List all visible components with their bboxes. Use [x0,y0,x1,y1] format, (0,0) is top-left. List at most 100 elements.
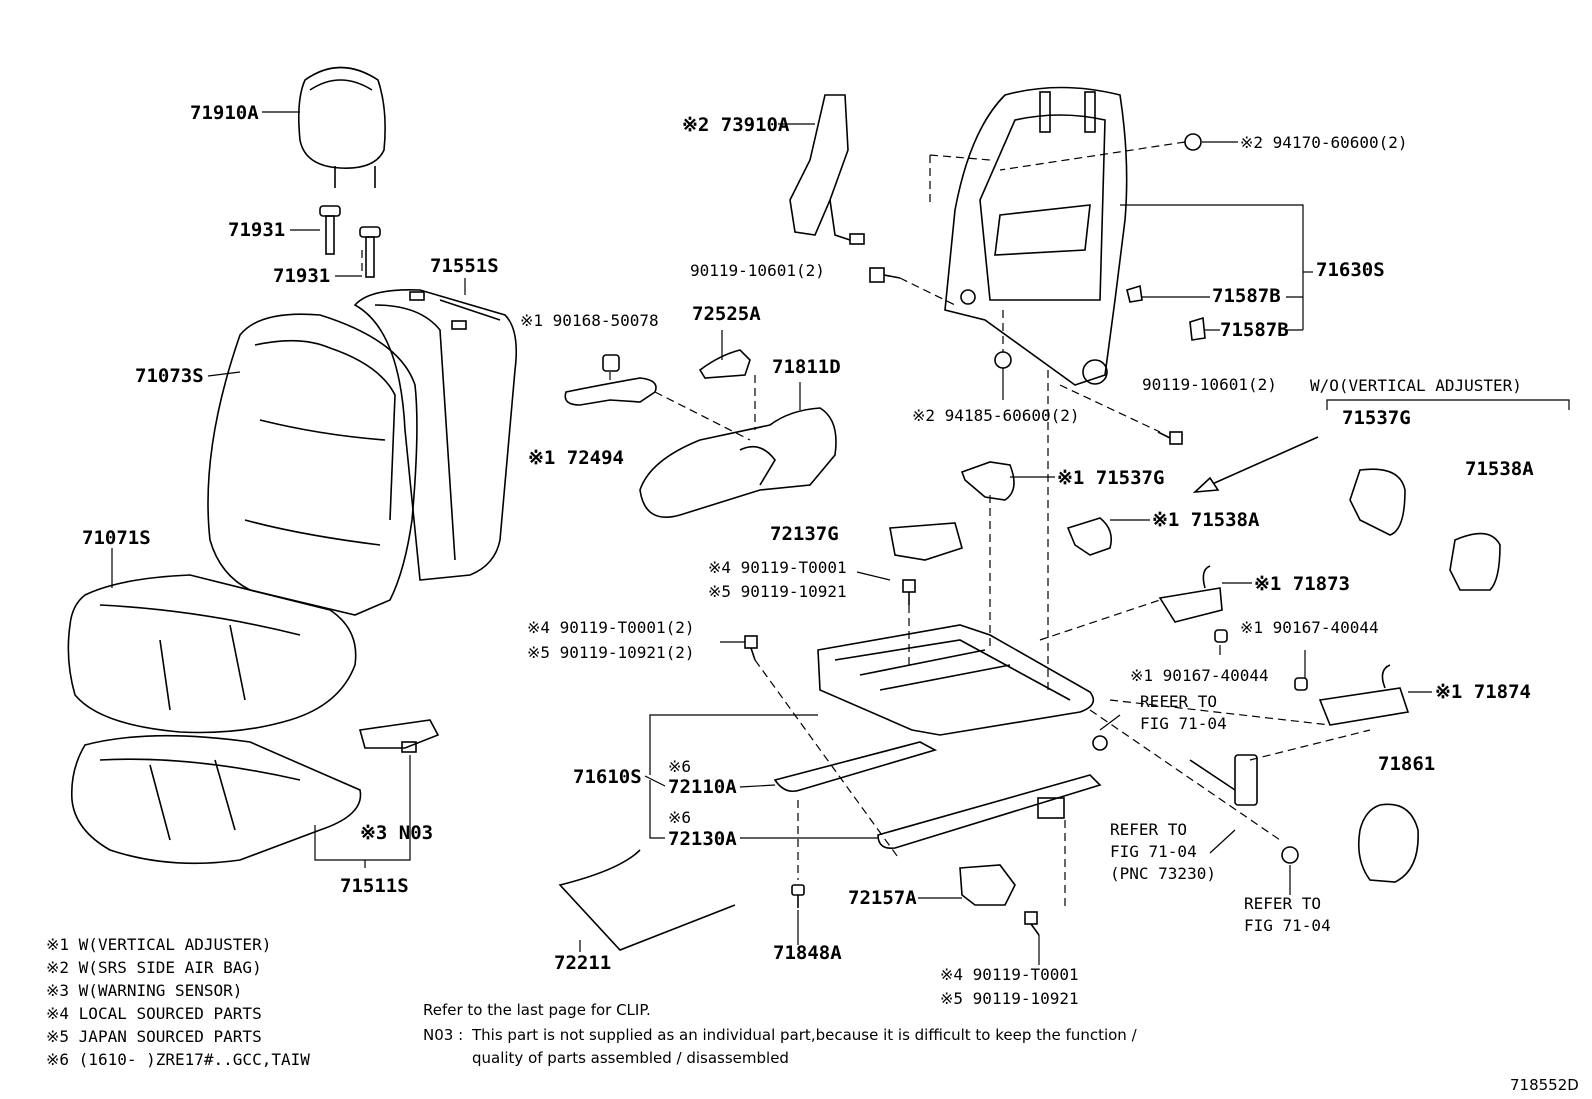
wire-72211 [558,849,736,951]
label-90119-10921-a: ※5 90119-10921 [708,582,847,601]
diagram-id: 718552D [1510,1076,1579,1094]
side-airbag-73910A [789,94,865,245]
cushion-cover-71071S [67,574,357,734]
note-n03-key: N03 : [423,1026,463,1044]
notes: Refer to the last page for CLIP. N03 : T… [423,1001,1579,1094]
label-refer-3-line1: REFER TO [1244,894,1321,913]
bracket-72157A [959,864,1016,906]
label-90168-50078: ※1 90168-50078 [520,311,659,330]
label-refer-1-line2: FIG 71-04 [1140,714,1227,733]
label-90167-40044-a: ※1 90167-40044 [1240,618,1379,637]
label-71910A: 71910A [190,102,259,124]
label-90119-T0001-a: ※4 90119-T0001 [708,558,847,577]
label-wo-71538A: 71538A [1465,458,1534,480]
label-refer-2-line3: (PNC 73230) [1110,864,1216,883]
label-71587B-a: 71587B [1212,285,1281,307]
hinge-cover-71538A [1066,517,1113,556]
note-n03-line1: This part is not supplied as an individu… [471,1026,1138,1044]
label-72157A: 72157A [848,887,917,909]
cover-72137G [889,522,963,561]
shield-71811D [639,407,837,518]
hinge-cover-71537G [960,461,1015,501]
legend-item: ※5 JAPAN SOURCED PARTS [46,1027,262,1046]
label-71861: 71861 [1378,753,1435,775]
nut-refer-1 [1092,735,1108,751]
legend-item: ※4 LOCAL SOURCED PARTS [46,1004,262,1023]
label-73910A: ※2 73910A [682,114,790,136]
label-72110A-note: ※6 [668,757,691,776]
label-71587B-b: 71587B [1220,319,1289,341]
label-94185-60600: ※2 94185-60600(2) [912,406,1080,425]
assembly-lines [361,141,1371,910]
label-71874: ※1 71874 [1435,681,1531,703]
label-90119-10601-a: 90119-10601(2) [690,261,825,280]
label-72211: 72211 [554,952,611,974]
label-90119-10921-b: ※5 90119-10921(2) [527,643,695,662]
label-71873: ※1 71873 [1254,573,1350,595]
leader-lines [111,111,1432,965]
label-wo-71537G: 71537G [1342,407,1411,429]
bracket-72525A [698,349,751,379]
bolt-90119-T0001-a [902,579,916,605]
label-71538A: ※1 71538A [1152,509,1260,531]
seatback-frame-71630S [944,86,1128,386]
label-90167-40044-b: ※1 90167-40044 [1130,666,1269,685]
note-n03-line2: quality of parts assembled / disassemble… [472,1049,789,1067]
label-90119-10601-b: 90119-10601(2) [1142,375,1277,394]
slide-rail-72110A [773,741,938,793]
buckle-73230 [1189,754,1258,806]
legend-item: ※3 W(WARNING SENSOR) [46,981,242,1000]
direction-arrow [1192,436,1319,493]
label-refer-1-line1: REFER TO [1140,692,1217,711]
nut-94185-60600 [994,351,1012,369]
screw-90167-40044-b [1294,677,1308,691]
label-71537G: ※1 71537G [1057,467,1164,489]
bolt-90119-10601-b [1157,431,1183,445]
label-90119-T0001-c: ※4 90119-T0001 [940,965,1079,984]
label-72130A: 72130A [668,828,737,850]
label-refer-2-line1: REFER TO [1110,820,1187,839]
label-71071S: 71071S [82,527,151,549]
label-N03: ※3 N03 [360,822,433,844]
warning-sensor-N03 [358,719,440,753]
cushion-pad-71511S [70,734,362,865]
seatback-cover-71551S [353,288,518,581]
legend-item: ※1 W(VERTICAL ADJUSTER) [46,935,271,954]
knob-90168-50078 [602,354,620,372]
label-71073S: 71073S [135,365,204,387]
wo-hinge-cover-71537G [1349,468,1406,536]
headrest-71910A [298,66,386,188]
label-71931-b: 71931 [273,265,330,287]
wo-bracket-box [1326,399,1570,410]
legend-item: ※2 W(SRS SIDE AIR BAG) [46,958,262,977]
label-71931-a: 71931 [228,219,285,241]
screw-90167-40044-a [1214,629,1228,643]
wo-hinge-cover-71538A [1449,532,1501,591]
label-72110A: 72110A [668,776,737,798]
legend-item: ※6 (1610- )ZRE17#..GCC,TAIW [46,1050,310,1069]
label-refer-2-line2: FIG 71-04 [1110,842,1197,861]
clip-71587B-a [1126,284,1143,303]
headrest-guide-71931 [319,205,381,278]
clip-71848A [791,884,805,908]
label-72130A-note: ※6 [668,808,691,827]
bracket-71873 [1158,565,1223,623]
part-labels: 71910A 71931 71931 71551S 71073S 71071S … [82,102,1534,1008]
label-71811D: 71811D [772,356,841,378]
label-71630S: 71630S [1316,259,1385,281]
label-94170-60600: ※2 94170-60600(2) [1240,133,1408,152]
nut-94170-60600 [1184,133,1202,151]
lever-72494 [564,377,657,406]
label-72494: ※1 72494 [528,447,624,469]
label-90119-T0001-b: ※4 90119-T0001(2) [527,618,695,637]
label-71610S: 71610S [573,766,642,788]
label-71511S: 71511S [340,875,409,897]
clip-71587B-b [1189,316,1206,341]
bolt-90119-T0001-c [1024,911,1040,936]
legend: ※1 W(VERTICAL ADJUSTER) ※2 W(SRS SIDE AI… [46,935,310,1069]
slide-rail-72130A [877,774,1102,850]
cover-71861 [1357,803,1419,883]
label-72525A: 72525A [692,303,761,325]
bracket-71874 [1318,664,1410,726]
